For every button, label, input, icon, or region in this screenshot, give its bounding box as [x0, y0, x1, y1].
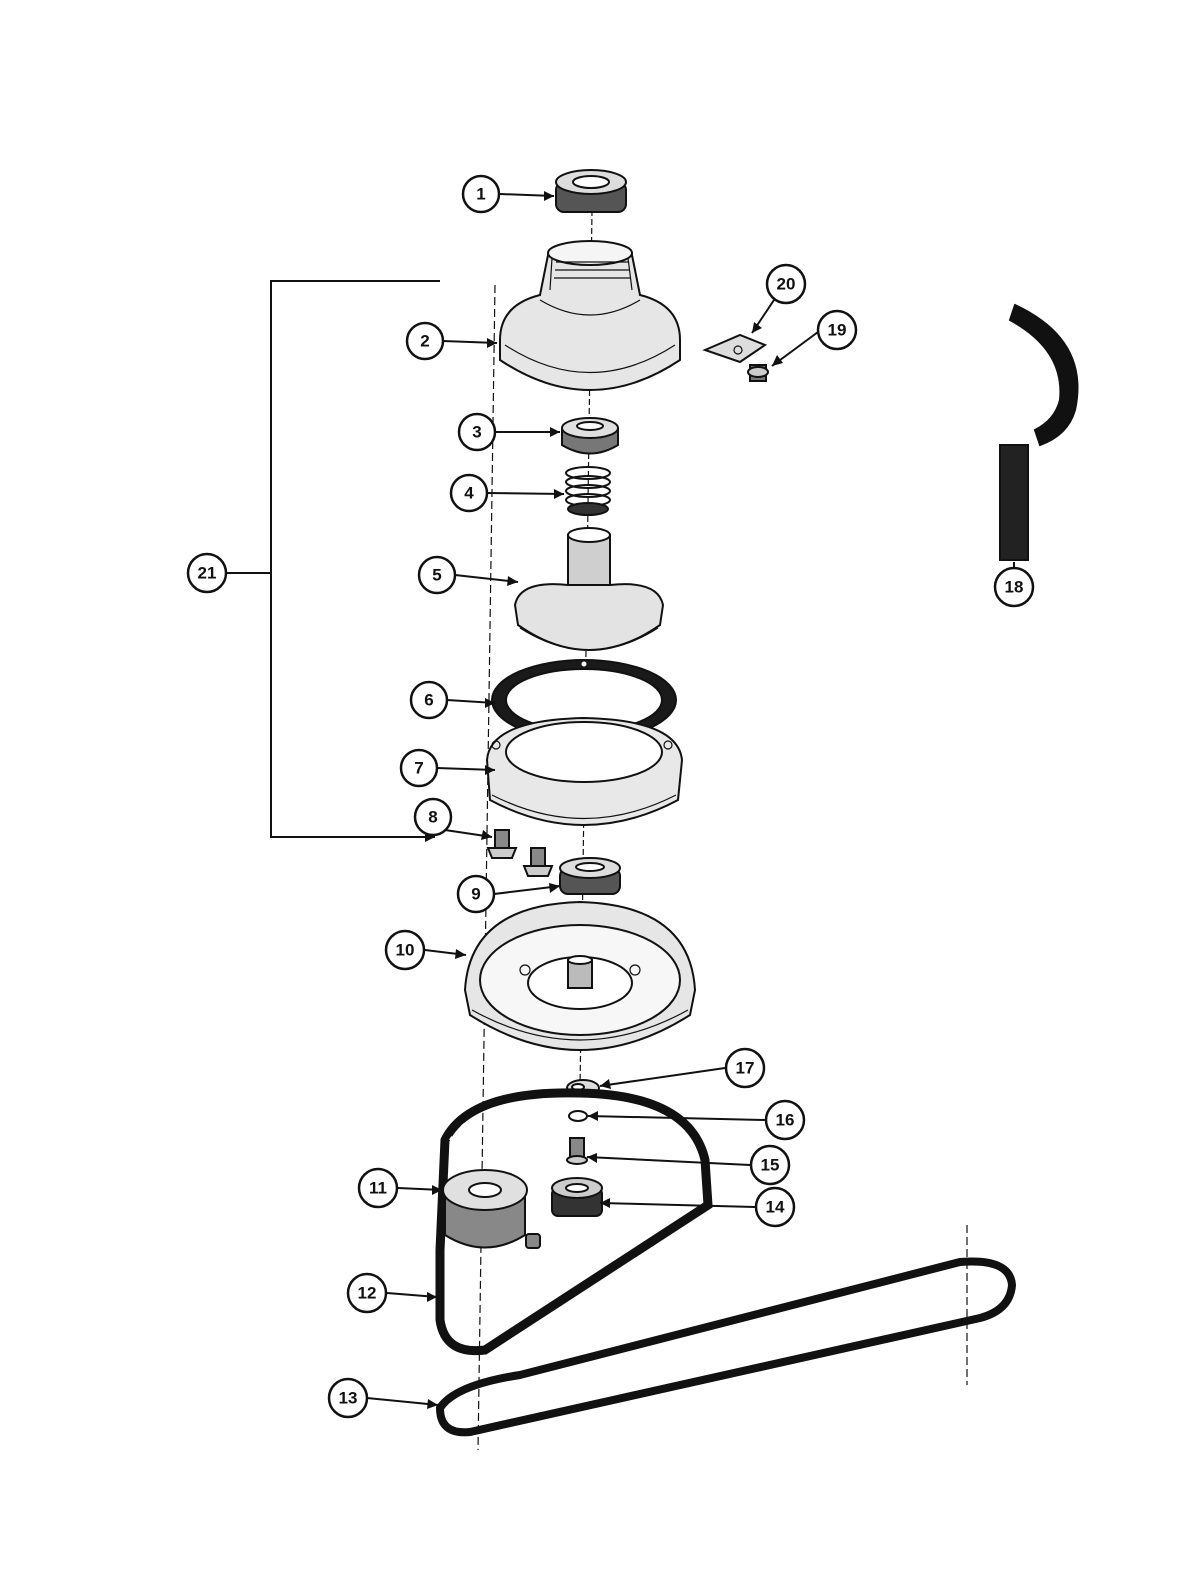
part-pulley-10 — [463, 900, 697, 1051]
arrowhead-5 — [507, 576, 518, 586]
callout-10: 10 — [384, 929, 426, 971]
arrowhead-8 — [481, 830, 492, 840]
leader-16 — [587, 1115, 766, 1121]
callout-10-label: 10 — [396, 941, 415, 960]
callout-16: 16 — [764, 1099, 806, 1141]
part-ring-7 — [485, 716, 684, 826]
arrowhead-15 — [587, 1153, 597, 1163]
part-seal-3 — [561, 417, 619, 455]
part-spring-4 — [565, 466, 611, 516]
part-drive-belt-12 — [435, 1088, 713, 1356]
arrowhead-7 — [485, 765, 495, 775]
arrowhead-14 — [600, 1198, 610, 1208]
callout-13: 13 — [327, 1377, 369, 1419]
callout-14: 14 — [754, 1186, 796, 1228]
callout-16-label: 16 — [776, 1111, 795, 1130]
leader-14 — [599, 1202, 756, 1208]
arrowhead-13 — [427, 1399, 438, 1409]
part-bearing-9 — [559, 857, 621, 895]
part-clutch-drum-5 — [513, 527, 665, 651]
callout-19: 19 — [816, 309, 858, 351]
callout-6: 6 — [409, 680, 449, 720]
arrowhead-1 — [544, 191, 554, 201]
callout-17-label: 17 — [736, 1059, 755, 1078]
callout-2-label: 2 — [420, 332, 429, 351]
arrowhead-9 — [549, 883, 560, 893]
arrowhead-21 — [425, 832, 435, 842]
arrowhead-20 — [752, 322, 762, 333]
callout-20-label: 20 — [777, 275, 796, 294]
callout-3-label: 3 — [472, 423, 481, 442]
callout-13-label: 13 — [339, 1389, 358, 1408]
arrowhead-11 — [432, 1185, 442, 1195]
part-motor-pulley-11 — [442, 1169, 541, 1249]
callout-5: 5 — [417, 555, 457, 595]
callout-11: 11 — [357, 1167, 399, 1209]
callout-21-label: 21 — [198, 564, 217, 583]
arrowhead-3 — [550, 427, 560, 437]
part-bearing-14 — [551, 1177, 603, 1217]
part-bearing-1 — [555, 169, 627, 213]
callout-12: 12 — [346, 1272, 388, 1314]
callout-12-label: 12 — [358, 1284, 377, 1303]
callout-4: 4 — [449, 473, 489, 513]
callout-9: 9 — [456, 874, 496, 914]
arrowhead-16 — [588, 1111, 598, 1121]
callout-7: 7 — [399, 748, 439, 788]
leader-13 — [366, 1397, 439, 1406]
callout-18: 18 — [993, 566, 1035, 608]
arrowhead-2 — [487, 338, 497, 348]
part-screw-15 — [566, 1137, 588, 1165]
callout-17: 17 — [724, 1047, 766, 1089]
leader-9 — [493, 885, 561, 895]
callout-2: 2 — [405, 321, 445, 361]
leader-17 — [599, 1067, 726, 1087]
callout-19-label: 19 — [828, 321, 847, 340]
part-screw-19 — [747, 364, 769, 382]
arrowhead-19 — [772, 355, 783, 366]
secondary-axis — [477, 284, 496, 1451]
callout-6-label: 6 — [424, 691, 433, 710]
callout-9-label: 9 — [471, 885, 480, 904]
callout-15-label: 15 — [761, 1156, 780, 1175]
callout-1-label: 1 — [476, 185, 485, 204]
bracket-21 — [270, 280, 440, 838]
part-housing-2 — [499, 240, 681, 391]
arrowhead-12 — [427, 1292, 437, 1302]
callout-5-label: 5 — [432, 566, 441, 585]
leader-15 — [586, 1156, 751, 1166]
callout-8-label: 8 — [428, 808, 437, 827]
callout-1: 1 — [461, 174, 501, 214]
part-gasket-6 — [491, 659, 677, 741]
part-spanner-wrench-18 — [999, 303, 1079, 561]
arrowhead-6 — [485, 698, 495, 708]
arrowhead-17 — [600, 1079, 611, 1089]
callout-4-label: 4 — [464, 484, 474, 503]
callout-14-label: 14 — [766, 1198, 785, 1217]
leader-5 — [454, 574, 519, 583]
callout-8: 8 — [413, 797, 453, 837]
callout-7-label: 7 — [414, 759, 423, 778]
callout-15: 15 — [749, 1144, 791, 1186]
arrowhead-10 — [455, 949, 466, 959]
arrowhead-4 — [554, 489, 564, 499]
callout-20: 20 — [765, 263, 807, 305]
callout-11-label: 11 — [369, 1179, 387, 1198]
part-screws-8 — [486, 829, 554, 877]
callout-18-label: 18 — [1005, 578, 1024, 597]
callout-21: 21 — [186, 552, 228, 594]
leader-4 — [486, 492, 565, 495]
part-clip-20 — [702, 333, 768, 364]
callout-3: 3 — [457, 412, 497, 452]
part-belt-13 — [435, 1257, 1017, 1437]
part-washer-16 — [568, 1110, 588, 1122]
